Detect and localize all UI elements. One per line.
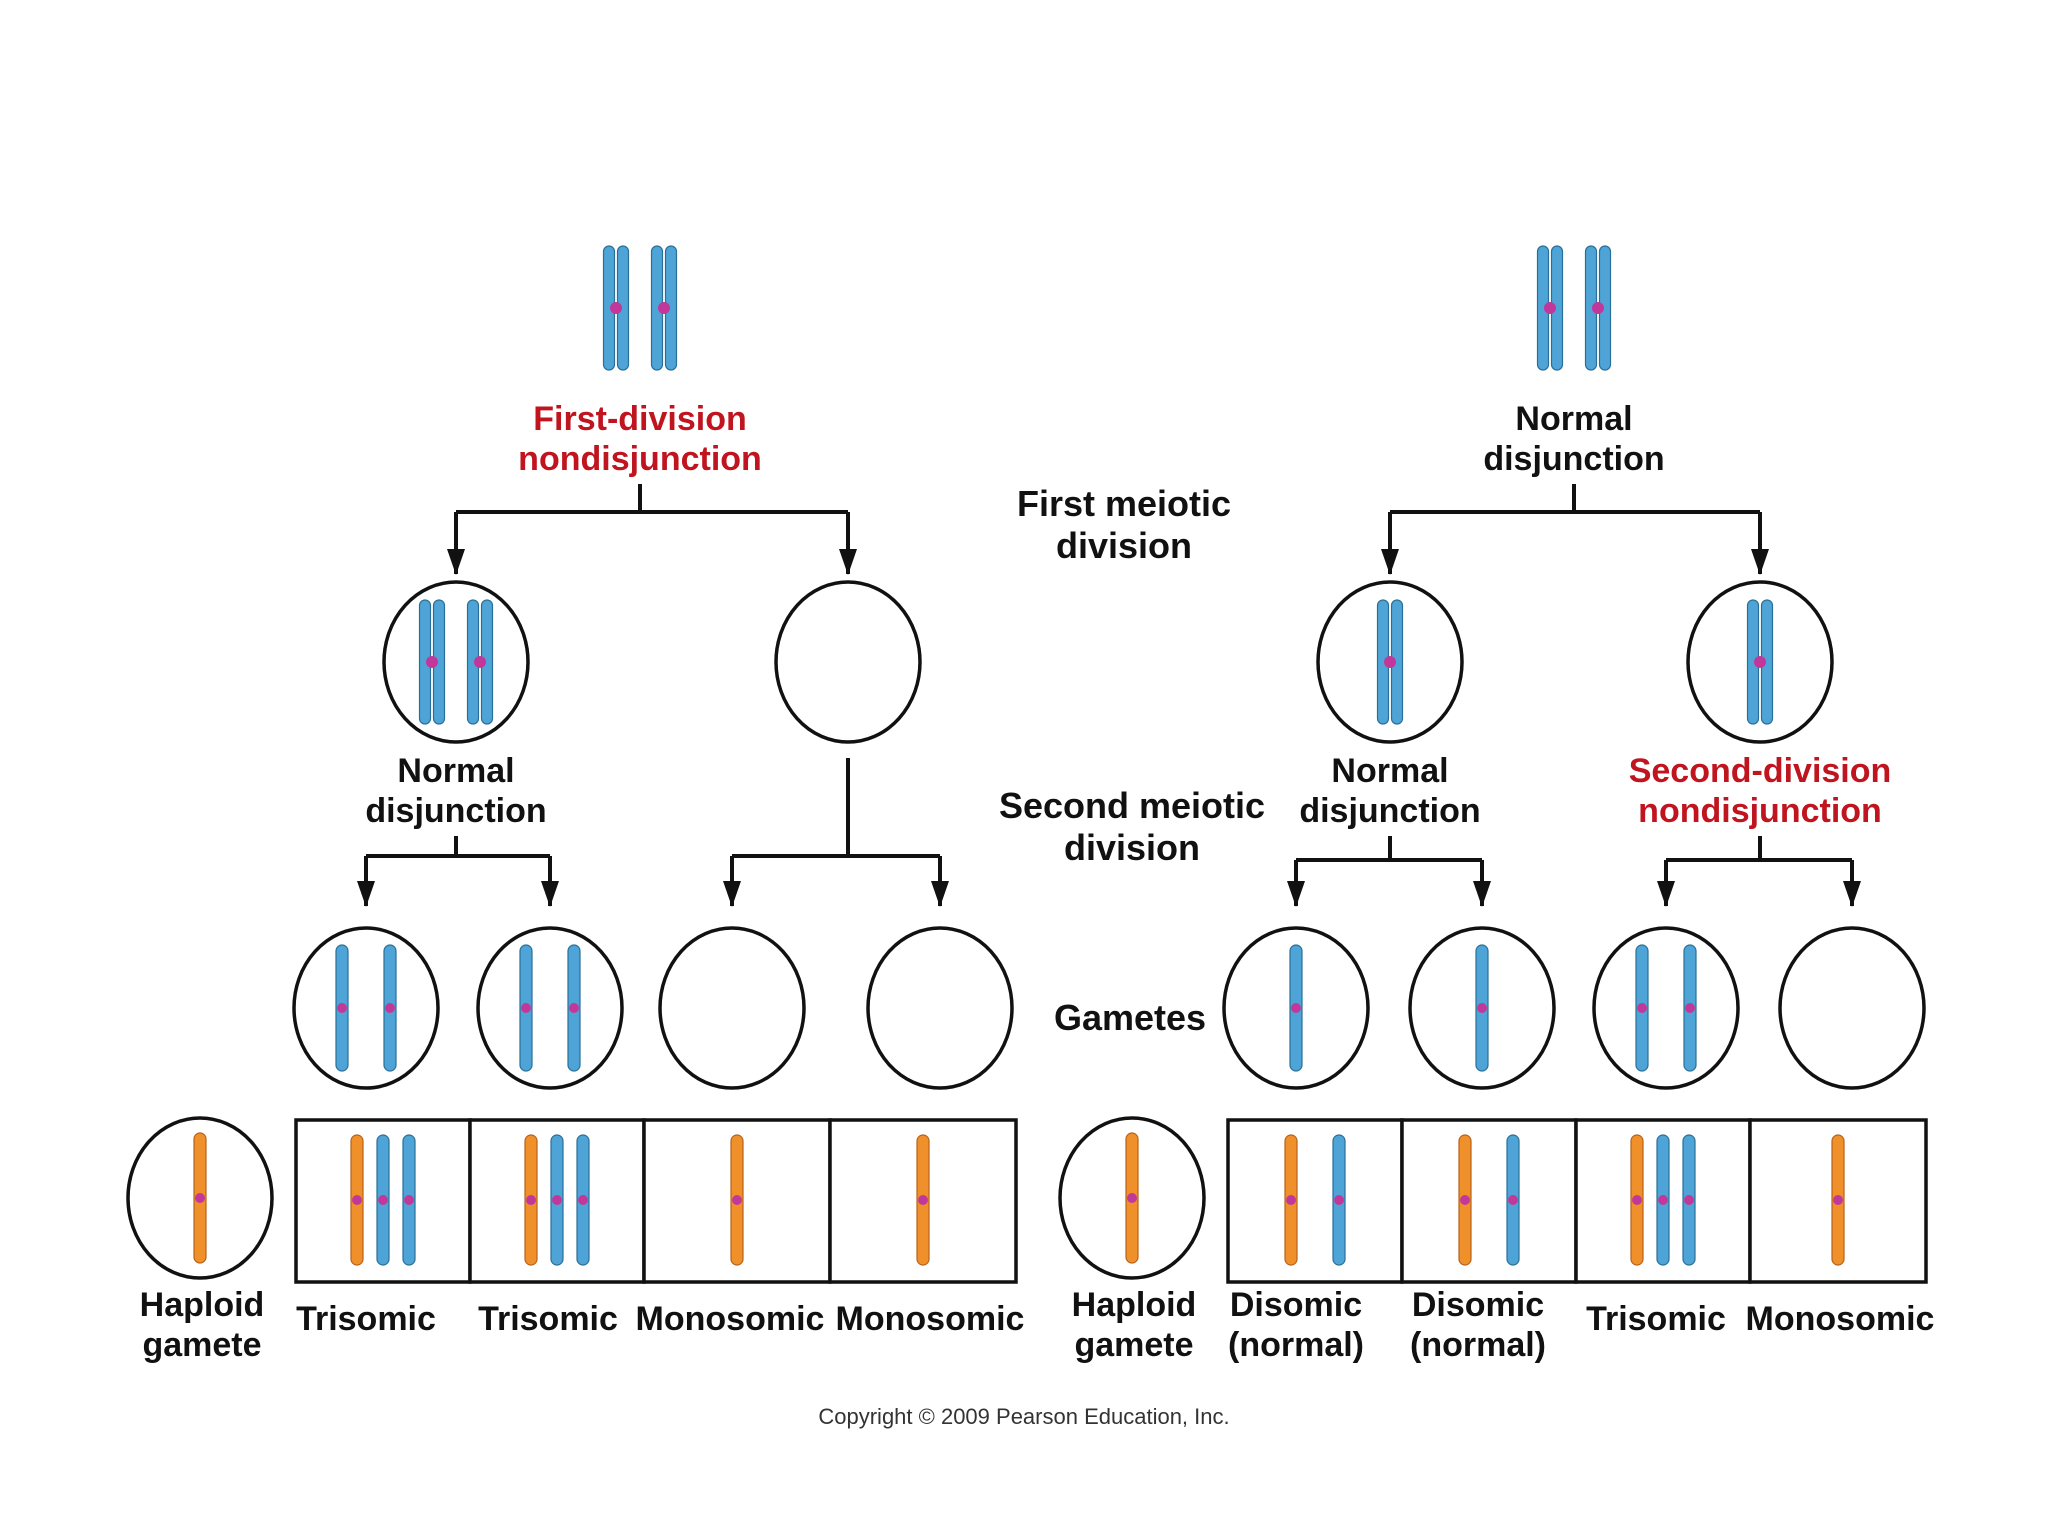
right-offspring-box-1 <box>1226 1118 1404 1284</box>
right-haploid-label-line2: gamete <box>1074 1326 1193 1364</box>
centromere <box>1334 1195 1344 1205</box>
centromere <box>552 1195 562 1205</box>
right-second-left-label-line2: disjunction <box>1299 792 1480 830</box>
centromere <box>1127 1193 1137 1203</box>
first-meiotic-division-line1: First meiotic <box>1017 483 1231 524</box>
left-haploid-label-line1: Haploid <box>140 1286 265 1324</box>
left-secondary-cell-empty <box>774 580 922 744</box>
right-top-label-line2: disjunction <box>1483 440 1664 478</box>
right-second-division-arrows <box>1287 836 1861 907</box>
centromere <box>1508 1195 1518 1205</box>
right-offspring-label-4: Monosomic <box>1746 1300 1935 1338</box>
right-offspring-label-2-line2: (normal) <box>1410 1326 1546 1364</box>
left-gamete-4-empty <box>866 926 1014 1090</box>
left-haploid-chromosome <box>193 1132 207 1264</box>
centromere <box>404 1195 414 1205</box>
left-offspring-label-4: Monosomic <box>836 1300 1025 1338</box>
centromere <box>1544 302 1556 314</box>
centromere <box>918 1195 928 1205</box>
centromere <box>1286 1195 1296 1205</box>
right-haploid-label-line1: Haploid <box>1072 1286 1197 1324</box>
left-gamete-3-empty <box>658 926 806 1090</box>
centromere <box>1684 1195 1694 1205</box>
right-second-left-label-line1: Normal <box>1331 752 1448 790</box>
centromere <box>426 656 438 668</box>
right-top-label-line1: Normal <box>1515 400 1632 438</box>
centromere <box>1592 302 1604 314</box>
center-labels: First meiotic division Second meiotic di… <box>999 483 1265 1038</box>
centromere <box>732 1195 742 1205</box>
centromere <box>378 1195 388 1205</box>
left-second-label-line1: Normal <box>397 752 514 790</box>
right-offspring-box-2 <box>1400 1118 1578 1284</box>
left-panel-first-division-nondisjunction: First-division nondisjunction Normal dis… <box>126 245 1025 1364</box>
right-second-right-label-line2: nondisjunction <box>1638 792 1882 830</box>
left-second-division-arrows <box>357 758 949 907</box>
gametes-label: Gametes <box>1054 997 1206 1038</box>
left-gamete-2 <box>476 926 624 1090</box>
centromere <box>1291 1003 1301 1013</box>
left-top-label-line2: nondisjunction <box>518 440 762 478</box>
centromere <box>352 1195 362 1205</box>
right-offspring-label-1-line2: (normal) <box>1228 1326 1364 1364</box>
copyright-notice: Copyright © 2009 Pearson Education, Inc. <box>818 1404 1229 1429</box>
centromere <box>1384 656 1396 668</box>
right-panel-second-division-nondisjunction: Normal disjunction Normal disjunction Se… <box>1058 245 1935 1364</box>
right-gamete-chromosomes <box>1289 944 1697 1072</box>
right-offspring-label-3: Trisomic <box>1586 1300 1726 1338</box>
right-offspring-boxes <box>1226 1118 1928 1284</box>
centromere <box>195 1193 205 1203</box>
centromere <box>1637 1003 1647 1013</box>
left-second-label-line2: disjunction <box>365 792 546 830</box>
centromere <box>658 302 670 314</box>
right-secondary-cell-chromosomes <box>1376 599 1774 725</box>
right-offspring-label-2-line1: Disomic <box>1412 1286 1544 1324</box>
left-secondary-cell-with-bivalent <box>382 580 530 744</box>
centromere <box>474 656 486 668</box>
left-parent-bivalent <box>602 245 678 371</box>
left-secondary-cell-chromosomes <box>418 599 494 725</box>
left-gamete-chromosomes <box>335 944 581 1072</box>
centromere <box>1460 1195 1470 1205</box>
left-gamete-1 <box>292 926 440 1090</box>
second-meiotic-division-line2: division <box>1064 827 1200 868</box>
right-haploid-chromosome <box>1125 1132 1139 1264</box>
left-offspring-label-3: Monosomic <box>636 1300 825 1338</box>
right-first-division-arrows <box>1381 484 1769 575</box>
centromere <box>569 1003 579 1013</box>
right-parent-bivalent <box>1536 245 1612 371</box>
centromere <box>578 1195 588 1205</box>
right-offspring-label-1-line1: Disomic <box>1230 1286 1362 1324</box>
centromere <box>385 1003 395 1013</box>
right-gamete-3 <box>1592 926 1740 1090</box>
centromere <box>1833 1195 1843 1205</box>
right-offspring-chromosomes <box>1284 1134 1845 1266</box>
centromere <box>337 1003 347 1013</box>
left-offspring-label-2: Trisomic <box>478 1300 618 1338</box>
first-meiotic-division-line2: division <box>1056 525 1192 566</box>
left-top-label-line1: First-division <box>533 400 746 438</box>
centromere <box>1658 1195 1668 1205</box>
centromere <box>1632 1195 1642 1205</box>
left-first-division-arrows <box>447 484 857 575</box>
centromere <box>521 1003 531 1013</box>
right-second-right-label-line1: Second-division <box>1629 752 1892 790</box>
centromere <box>1754 656 1766 668</box>
left-offspring-chromosomes <box>350 1134 930 1266</box>
centromere <box>526 1195 536 1205</box>
centromere <box>610 302 622 314</box>
centromere <box>1477 1003 1487 1013</box>
right-gamete-4-empty <box>1778 926 1926 1090</box>
left-offspring-label-1: Trisomic <box>296 1300 436 1338</box>
left-haploid-label-line2: gamete <box>142 1326 261 1364</box>
centromere <box>1685 1003 1695 1013</box>
second-meiotic-division-line1: Second meiotic <box>999 785 1265 826</box>
